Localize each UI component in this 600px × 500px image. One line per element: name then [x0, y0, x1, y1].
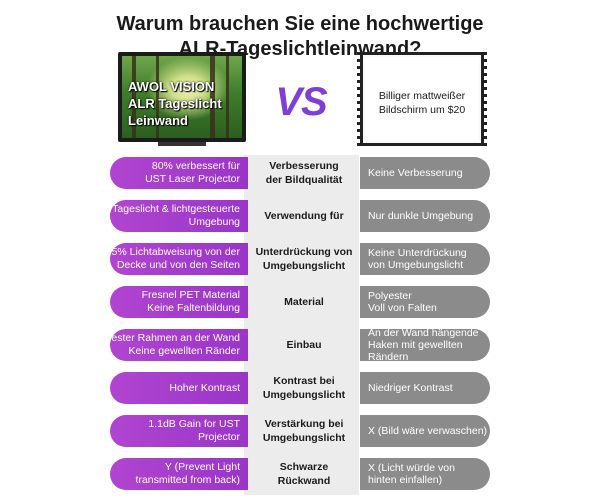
matte-feature-pill: X (Bild wäre verwaschen) — [360, 415, 490, 447]
title-line-1: Warum brauchen Sie eine hochwertige — [116, 13, 484, 35]
tv-stand — [158, 142, 206, 146]
caption-line-1: AWOL VISION — [128, 79, 215, 94]
feature-category: Material — [248, 286, 360, 318]
feature-category-line: Rückwand — [277, 475, 331, 487]
feature-category-line: Kontrast bei — [273, 375, 335, 387]
feature-category-line: Umgebungslicht — [262, 260, 346, 272]
alr-screen-image: AWOL VISION ALR Tageslicht Leinwand — [118, 52, 246, 146]
page-title: Warum brauchen Sie eine hochwertige ALR-… — [0, 12, 600, 62]
feature-category-line: Unterdrückung von — [255, 246, 353, 258]
feature-category-line: Umgebungslicht — [262, 389, 346, 401]
alr-feature-pill-line: Keine Faltenbildung — [147, 302, 240, 314]
title-line-2: ALR-Tageslichtleinwand? — [178, 38, 422, 60]
caption-line-3: Leinwand — [128, 113, 188, 128]
feature-category-line: der Bildqualität — [265, 174, 343, 186]
matte-feature-pill-line: An der Wand hängende — [368, 327, 479, 339]
matte-caption-line-2: Bildschirm um $20 — [378, 104, 466, 116]
matte-feature-pill-line: Rändern — [368, 351, 409, 363]
matte-feature-pill-line: Niedriger Kontrast — [368, 382, 453, 394]
matte-feature-pill-line: Haken mit gewellten — [368, 339, 463, 351]
alr-feature-pill-line: transmitted from back) — [135, 474, 240, 486]
feature-category-line: Verstärkung bei — [264, 418, 344, 430]
alr-feature-pill-line: UST Laser Projector — [145, 173, 240, 185]
alr-feature-pill-line: Projector — [197, 431, 240, 443]
matte-feature-pill-line: Keine Verbesserung — [368, 167, 463, 179]
feature-category-line: Verbesserung — [269, 160, 339, 172]
caption-line-2: ALR Tageslicht — [128, 96, 222, 111]
alr-screen-caption: AWOL VISION ALR Tageslicht Leinwand — [128, 78, 222, 129]
feature-category-line: Schwarze — [279, 461, 329, 473]
alr-feature-pill-line: Tageslicht & lichtgesteuerte — [112, 203, 240, 215]
matte-feature-pill-line: Voll von Falten — [368, 302, 437, 314]
center-band — [244, 155, 359, 495]
feature-category: Einbau — [248, 329, 360, 361]
feature-category-line: Einbau — [286, 339, 322, 351]
matte-screen-caption: Billiger mattweißer Bildschirm um $20 — [363, 89, 481, 117]
matte-feature-pill-line: Polyester — [368, 290, 412, 302]
alr-feature-pill-line: Umgebung — [188, 216, 240, 228]
feature-category: Verwendung für — [248, 200, 360, 232]
matte-feature-pill-line: Nur dunkle Umgebung — [368, 210, 474, 222]
alr-feature-pill-line: Decke und von den Seiten — [116, 259, 240, 271]
feature-category-line: Verwendung für — [264, 210, 344, 222]
feature-category-line: Umgebungslicht — [262, 432, 346, 444]
matte-feature-pill-line: hinten einfallen) — [368, 474, 443, 486]
matte-screen-image: Billiger mattweißer Bildschirm um $20 — [357, 52, 487, 146]
matte-feature-pill: Nur dunkle Umgebung — [360, 200, 490, 232]
alr-feature-pill-line: Hoher Kontrast — [169, 381, 240, 394]
alr-feature-pill: Hoher Kontrast — [110, 372, 248, 404]
alr-feature-pill-line: 80% verbessert für — [151, 160, 240, 172]
alr-feature-pill-line: Keine gewellten Ränder — [128, 345, 241, 357]
matte-feature-pill-line: Keine Unterdrückung — [368, 247, 467, 259]
alr-feature-pill-line: 1.1dB Gain for UST — [148, 418, 240, 430]
matte-feature-pill-line: von Umgebungslicht — [368, 259, 464, 271]
alr-feature-pill-line: 85% Lichtabweisung von der — [105, 246, 240, 258]
matte-feature-pill-line: X (Bild wäre verwaschen) — [368, 425, 488, 437]
alr-feature-pill-line: Fester Rahmen an der Wand — [104, 332, 240, 344]
forest-picture: AWOL VISION ALR Tageslicht Leinwand — [122, 56, 242, 138]
vs-label: VS — [275, 80, 327, 124]
matte-feature-pill-line: X (Licht würde von — [368, 462, 455, 474]
matte-feature-pill: Niedriger Kontrast — [360, 372, 490, 404]
feature-category: Verbesserung der Bildqualität — [248, 157, 360, 189]
matte-feature-pill: Keine Verbesserung — [360, 157, 490, 189]
alr-feature-pill-line: Y (Prevent Light — [164, 461, 240, 473]
feature-category-line: Material — [284, 296, 324, 308]
alr-feature-pill-line: Fresnel PET Material — [141, 289, 240, 301]
matte-caption-line-1: Billiger mattweißer — [378, 90, 466, 102]
